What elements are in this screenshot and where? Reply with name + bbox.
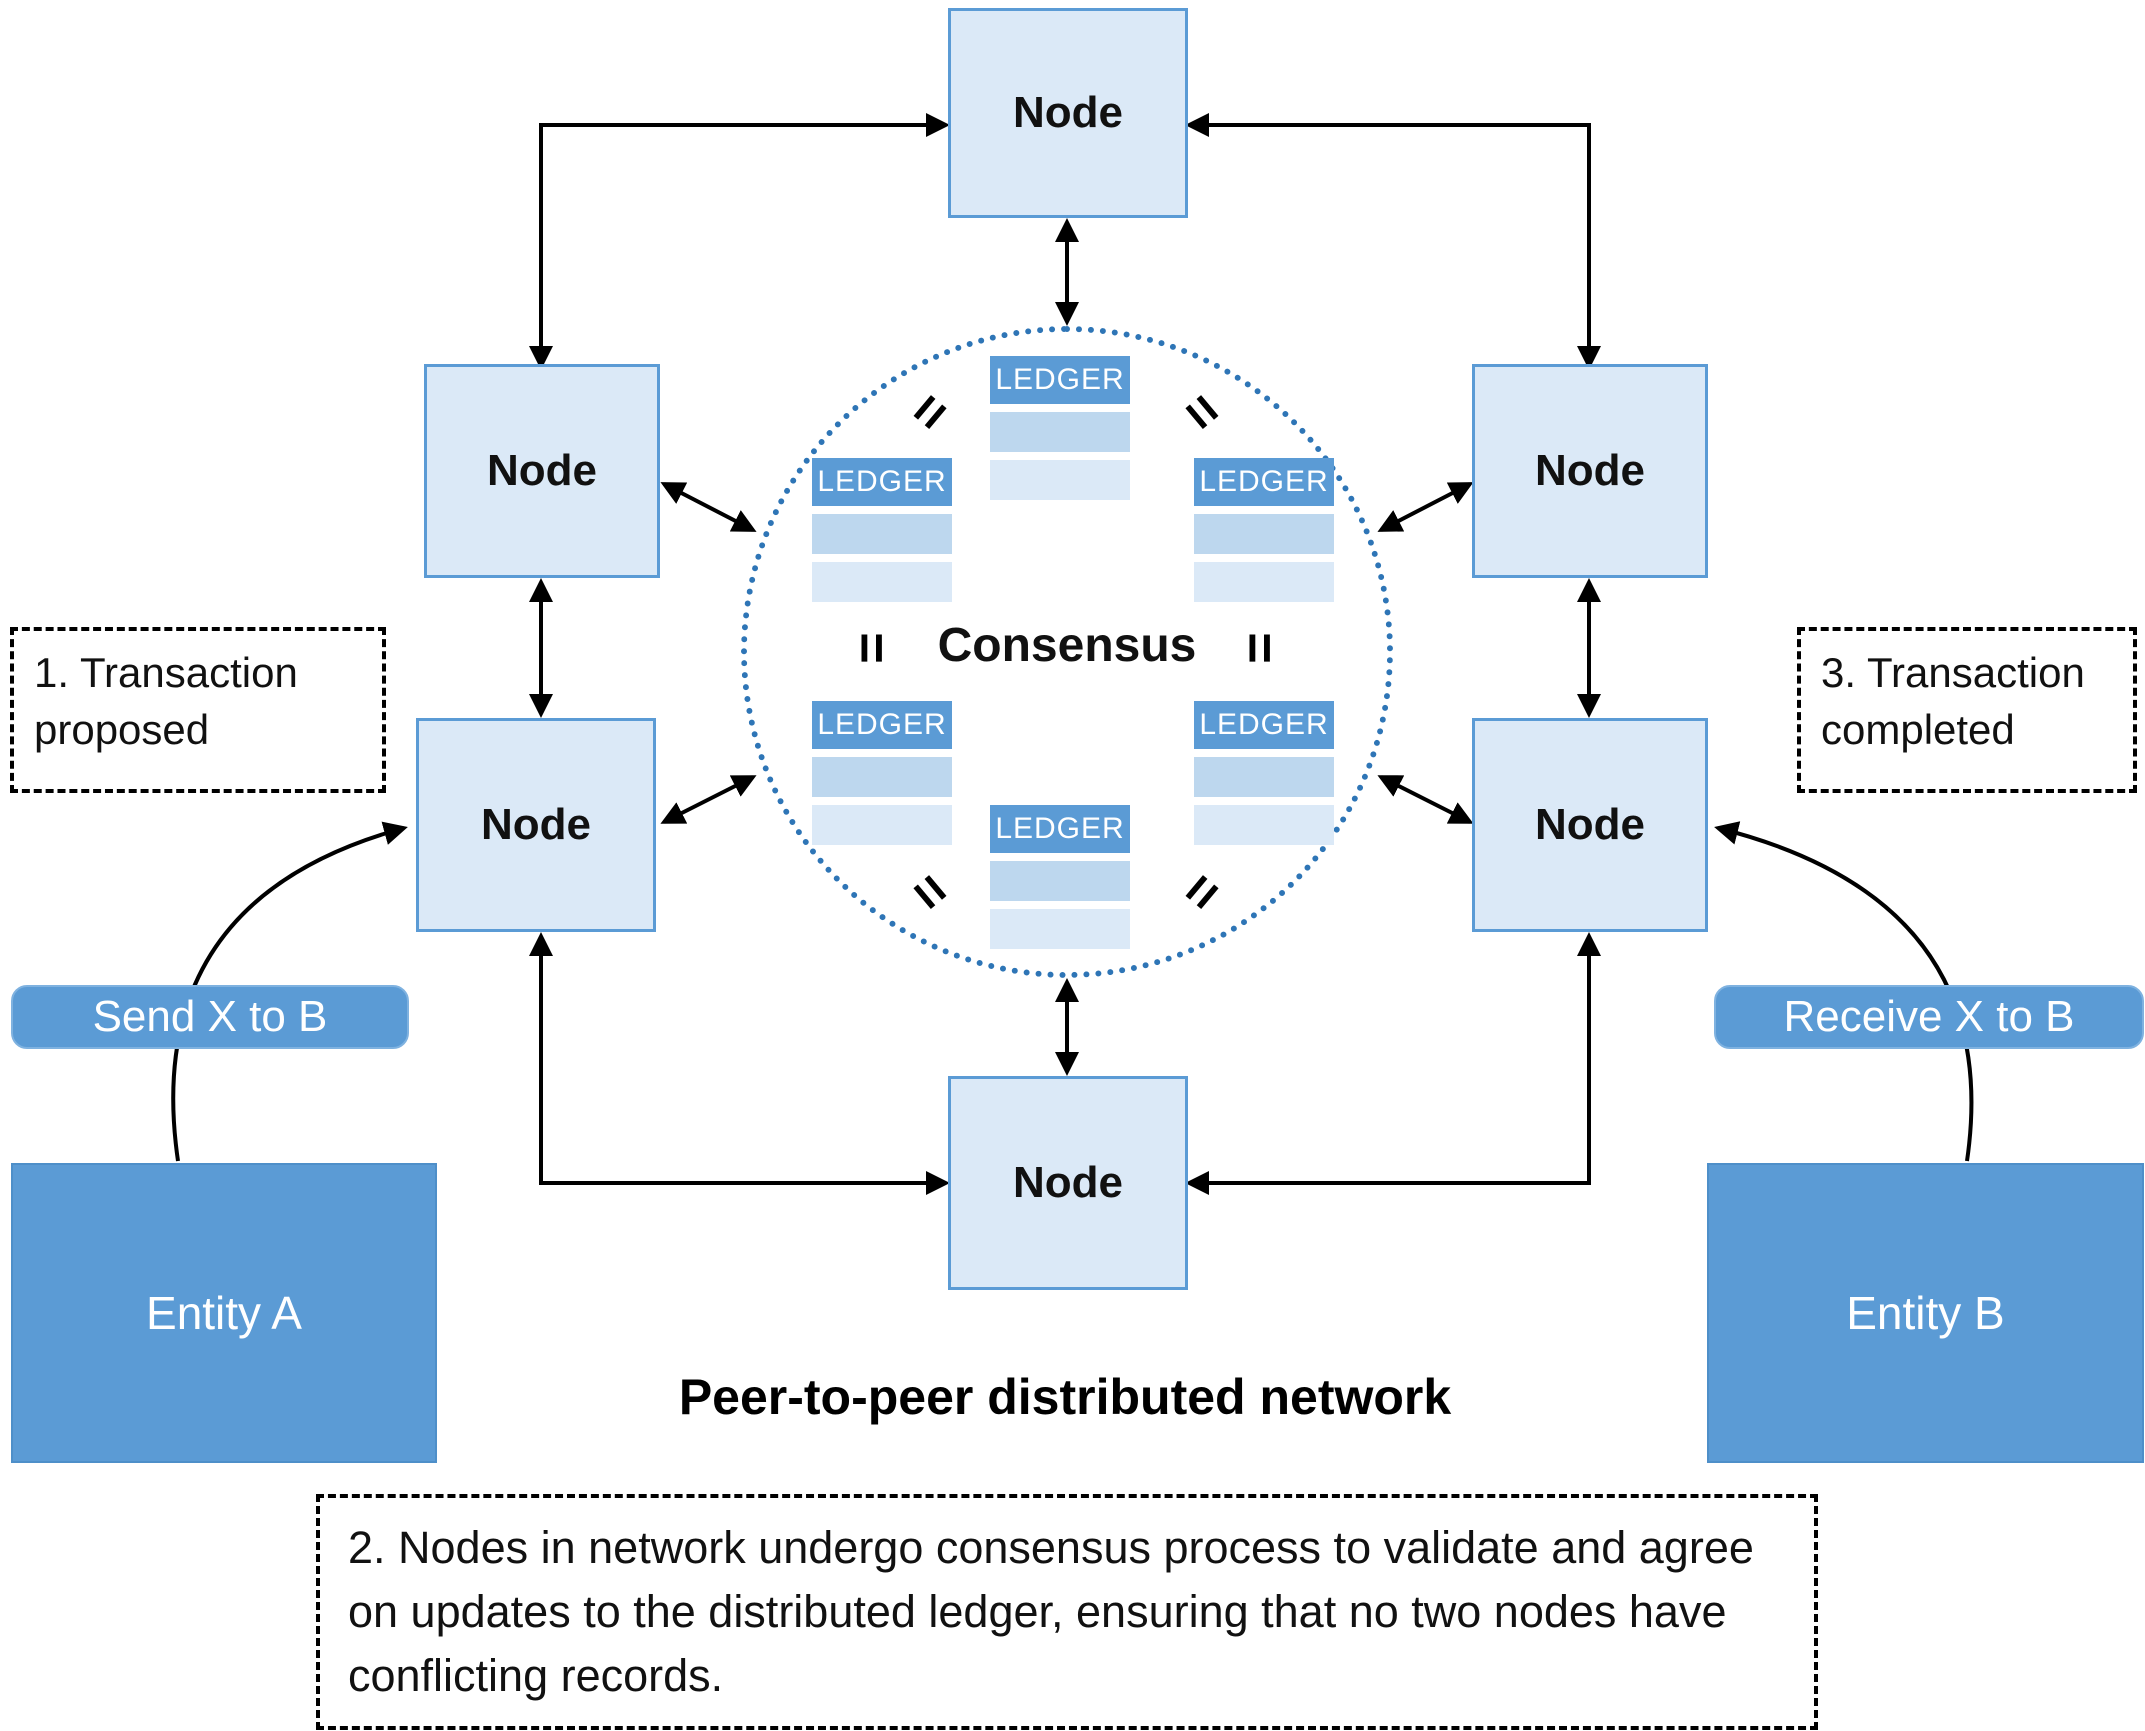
equals-mark-mid-right: =: [1230, 632, 1290, 664]
ledger-row: [1194, 805, 1334, 845]
ledger-top: LEDGER: [990, 356, 1130, 500]
ledger-row: [812, 805, 952, 845]
entity-a-label: Entity A: [146, 1287, 302, 1339]
node-label: Node: [1535, 800, 1645, 849]
ledger-right: LEDGER: [1194, 458, 1334, 602]
ledger-row: [812, 514, 952, 554]
node-top: Node: [948, 8, 1188, 218]
node-label: Node: [481, 800, 591, 849]
ledger-row: [1194, 757, 1334, 797]
ledger-row: [812, 562, 952, 602]
ledger-header: LEDGER: [990, 356, 1130, 404]
ledger-header: LEDGER: [990, 805, 1130, 853]
ledger-lower-left: LEDGER: [812, 701, 952, 845]
node-lower-right: Node: [1472, 718, 1708, 932]
ledger-lower-right: LEDGER: [1194, 701, 1334, 845]
entity-b-label: Entity B: [1846, 1287, 2005, 1339]
diagram-title: Peer-to-peer distributed network: [678, 1369, 1452, 1425]
ledger-header: LEDGER: [812, 458, 952, 506]
step3-annotation: 3. Transaction completed: [1797, 627, 2137, 793]
ledger-row: [1194, 562, 1334, 602]
step2-annotation: 2. Nodes in network undergo consensus pr…: [316, 1494, 1818, 1730]
node-label: Node: [1535, 446, 1645, 495]
ledger-row: [990, 412, 1130, 452]
entity-a-box: Entity A: [11, 1163, 437, 1463]
ledger-header: LEDGER: [1194, 701, 1334, 749]
ledger-row: [990, 861, 1130, 901]
consensus-label: Consensus: [937, 619, 1197, 672]
ledger-header: LEDGER: [1194, 458, 1334, 506]
ledger-bottom: LEDGER: [990, 805, 1130, 949]
node-bottom: Node: [948, 1076, 1188, 1290]
ledger-row: [1194, 514, 1334, 554]
equals-mark-mid-left: =: [842, 632, 902, 664]
node-upper-left: Node: [424, 364, 660, 578]
ledger-left: LEDGER: [812, 458, 952, 602]
node-label: Node: [1013, 88, 1123, 137]
node-lower-left: Node: [416, 718, 656, 932]
receive-action-label: Receive X to B: [1714, 985, 2144, 1049]
ledger-row: [990, 460, 1130, 500]
ledger-row: [990, 909, 1130, 949]
step1-annotation: 1. Transaction proposed: [10, 627, 386, 793]
ledger-row: [812, 757, 952, 797]
entity-b-box: Entity B: [1707, 1163, 2144, 1463]
node-label: Node: [487, 446, 597, 495]
node-label: Node: [1013, 1158, 1123, 1207]
send-action-label: Send X to B: [11, 985, 409, 1049]
node-upper-right: Node: [1472, 364, 1708, 578]
ledger-header: LEDGER: [812, 701, 952, 749]
